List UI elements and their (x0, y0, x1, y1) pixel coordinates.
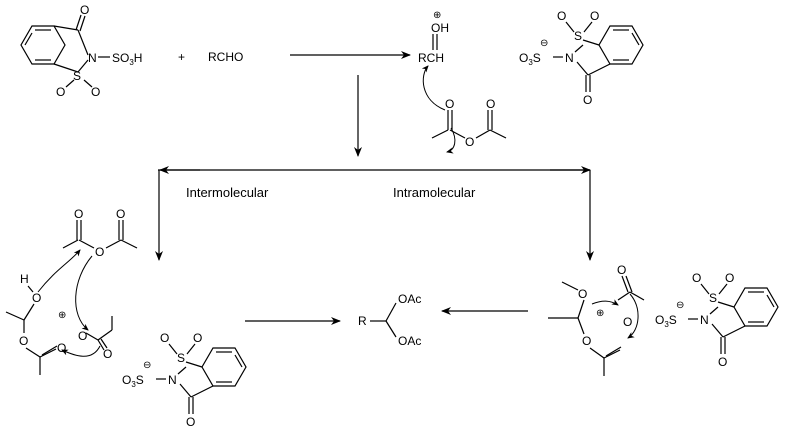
benzene-ring-left (201, 347, 247, 387)
reagent-saccharin-sulfonic-acid: O N SO3H S O O (20, 3, 142, 99)
saccharin-anion-top: S O O N O ⊖ O3S (519, 9, 644, 107)
right-o1: O (578, 287, 587, 301)
acetic-anhydride-top: O O O (421, 65, 507, 154)
reagent-o-right: O (91, 85, 100, 99)
anhydride-o3: O (486, 97, 495, 111)
anhydride-o2: O (465, 135, 474, 149)
reagent-so3h: SO3H (112, 51, 142, 67)
top-anion-n: N (565, 51, 574, 65)
saccharin-anion-left: S O O N O ⊖ O3S (122, 331, 247, 429)
right-o2: O (582, 334, 591, 348)
right-anion-o1: O (692, 271, 701, 285)
rch-label: RCH (418, 51, 444, 65)
left-anion-s: S (177, 351, 185, 365)
top-anion-s: S (574, 29, 582, 43)
left-intermediate: O O O H O O O ⊕ O O (5, 207, 138, 375)
left-o1: O (32, 291, 41, 305)
curly-arrow-top (446, 127, 456, 154)
right-anion-o2: O (725, 271, 734, 285)
oxonium-charge: ⊕ (433, 10, 441, 21)
curly-arrow-attack (421, 65, 446, 111)
benzene-ring-right (733, 287, 779, 327)
intramolecular-label: Intramolecular (393, 185, 476, 200)
product-r: R (358, 314, 367, 328)
plus-sign: + (178, 50, 185, 64)
right-anion-s: S (709, 291, 717, 305)
top-anion-o3s: O3S (519, 51, 541, 67)
left-anion-charge: ⊖ (143, 360, 151, 371)
oh-label: OH (431, 21, 449, 35)
product-oac2: OAc (398, 334, 421, 348)
left-anion-o2: O (193, 331, 202, 345)
curly-left-2 (75, 255, 93, 331)
top-anion-charge: ⊖ (540, 38, 548, 49)
left-charge: ⊕ (58, 310, 66, 321)
left-o-b: O (95, 245, 104, 259)
right-intermediate: O O ⊕ O O (548, 263, 645, 376)
reagent-carbonyl-o: O (80, 3, 89, 17)
reagent-s: S (73, 69, 81, 83)
left-anion-n: N (168, 373, 177, 387)
benzene-ring (20, 25, 66, 65)
right-anion-n: N (700, 313, 709, 327)
rcho-label: RCHO (208, 50, 243, 64)
left-anion-o3: O (186, 415, 195, 429)
anhydride-o1: O (445, 97, 454, 111)
benzene-ring-top (598, 25, 644, 65)
saccharin-anion-right: S O O N O ⊖ O3S (655, 271, 779, 369)
top-anion-o3: O (583, 93, 592, 107)
right-anion-o3: O (718, 355, 727, 369)
protonated-aldehyde: ⊕ OH RCH (418, 10, 449, 65)
product-oac1: OAc (398, 292, 421, 306)
right-charge: ⊕ (596, 308, 604, 319)
right-anion-o3s: O3S (655, 313, 677, 329)
reagent-o-left: O (56, 85, 65, 99)
left-o-c: O (116, 207, 125, 221)
left-o-a: O (74, 207, 83, 221)
curly-left-3 (61, 345, 101, 357)
intermolecular-label: Intermolecular (186, 185, 269, 200)
left-o-d: O (57, 341, 66, 355)
top-anion-o2: O (590, 9, 599, 23)
right-o3: O (617, 263, 626, 277)
right-o4: O (623, 315, 632, 329)
left-o2: O (19, 334, 28, 348)
reagent-n: N (88, 51, 97, 65)
curly-left-1 (37, 249, 81, 293)
left-o-e: O (78, 329, 87, 343)
curly-right-1 (591, 299, 619, 306)
product-acylal: R OAc OAc (358, 292, 421, 348)
left-h: H (20, 272, 29, 286)
left-anion-o1: O (160, 331, 169, 345)
left-anion-o3s: O3S (122, 373, 144, 389)
left-o-f: O (103, 347, 112, 361)
top-anion-o1: O (557, 9, 566, 23)
curly-right-2 (627, 293, 639, 339)
right-anion-charge: ⊖ (676, 300, 684, 311)
